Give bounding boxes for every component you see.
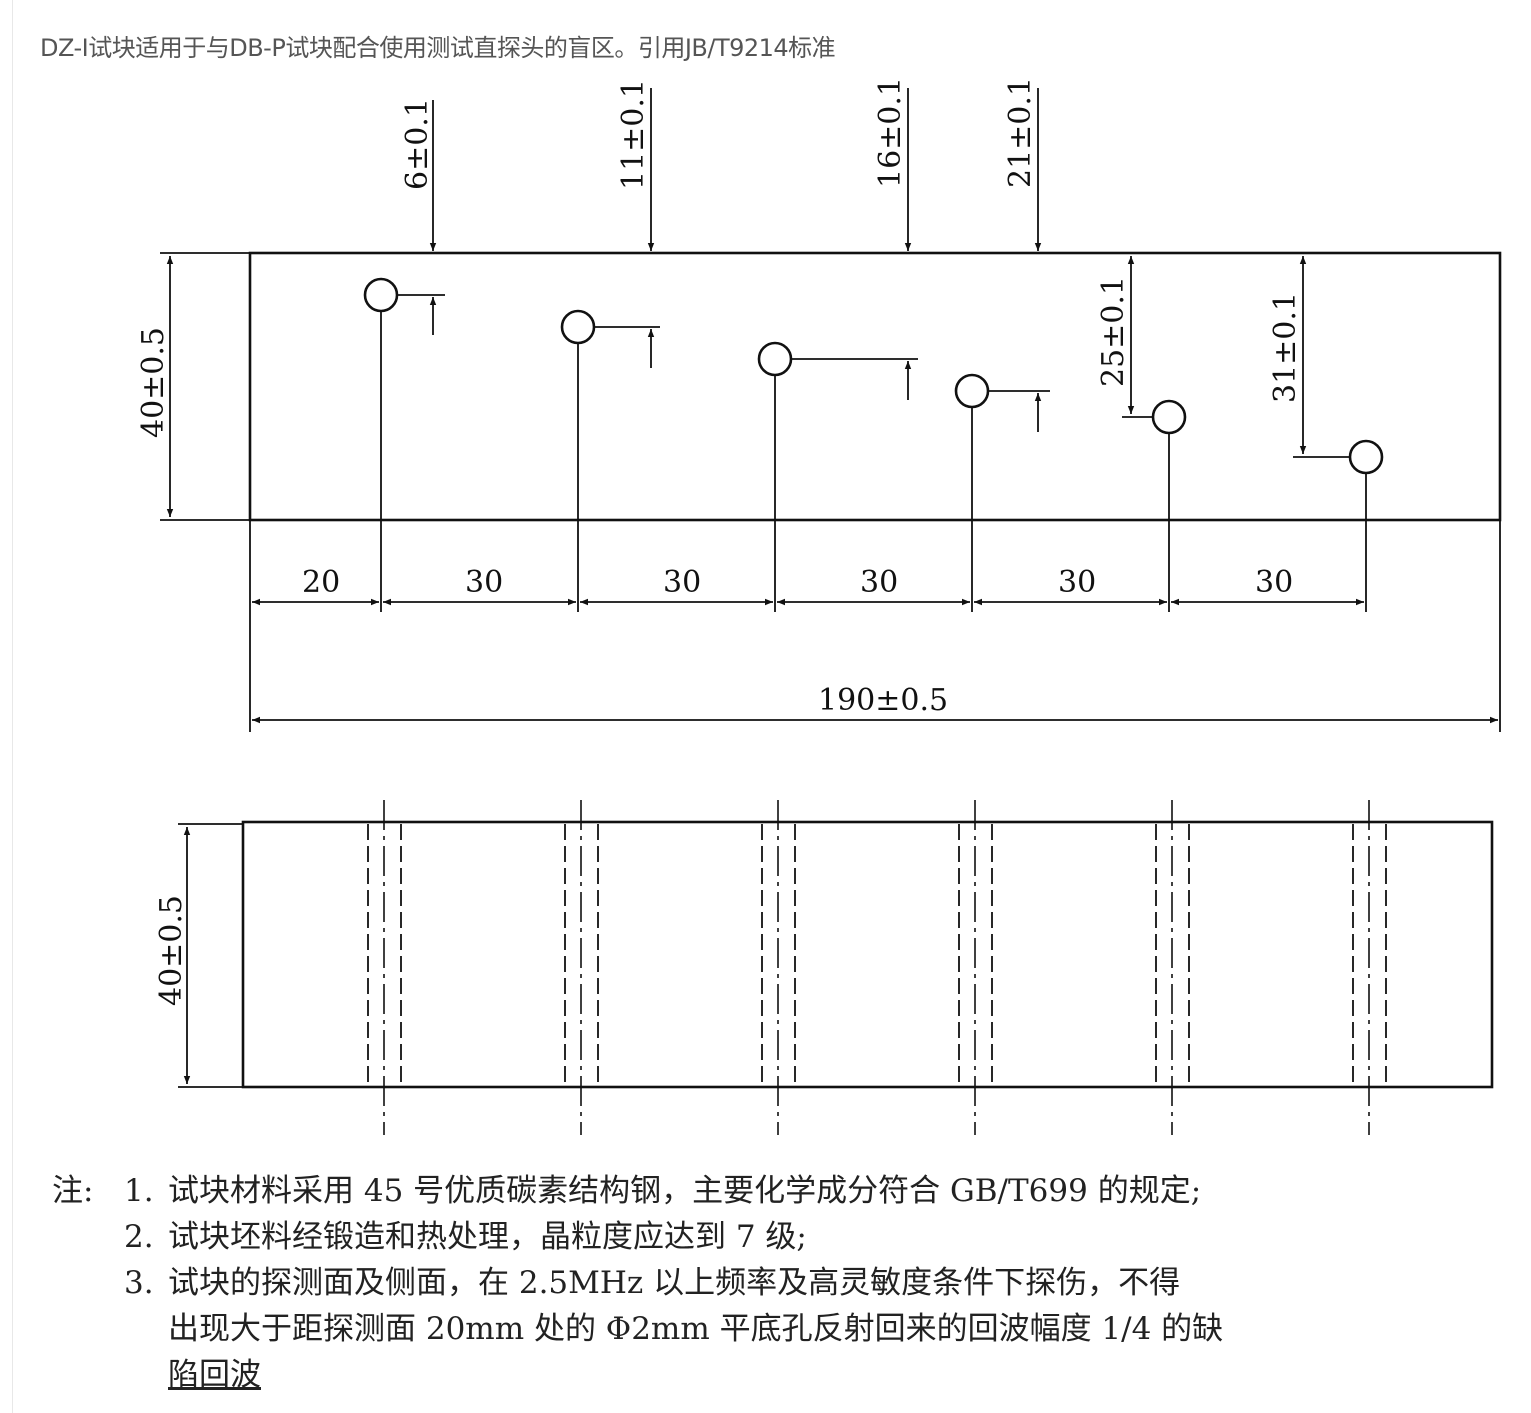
hole-2 (560, 309, 596, 345)
spacing-label-4: 30 (860, 565, 898, 600)
note-continuation-2: 陷回波 (52, 1352, 1292, 1398)
depth-label-3: 16±0.1 (873, 77, 908, 188)
notes-block: 注: 1. 试块材料采用 45 号优质碳素结构钢，主要化学成分符合 GB/T69… (52, 1168, 1292, 1398)
note-text: 试块的探测面及侧面，在 2.5MHz 以上频率及高灵敏度条件下探伤，不得 (168, 1265, 1181, 1301)
hole-hidden-lines (367, 800, 1387, 1135)
hole-3 (757, 341, 793, 377)
length-label: 190±0.5 (818, 683, 948, 718)
note-continuation-text: 陷回波 (168, 1357, 261, 1393)
note-item-3: 3. 试块的探测面及侧面，在 2.5MHz 以上频率及高灵敏度条件下探伤，不得 (52, 1260, 1292, 1306)
height-label-side: 40±0.5 (154, 895, 189, 1006)
note-number: 3. (124, 1265, 154, 1301)
hole-5 (1151, 399, 1187, 435)
content-frame (12, 0, 1531, 1413)
spacing-label-1: 20 (302, 565, 340, 600)
spacing-label-5: 30 (1058, 565, 1096, 600)
height-label-top: 40±0.5 (136, 327, 171, 438)
depth-label-4: 21±0.1 (1003, 77, 1038, 188)
note-continuation-1: 出现大于距探测面 20mm 处的 Φ2mm 平底孔反射回来的回波幅度 1/4 的… (168, 1311, 1224, 1347)
notes-prefix: 注: (52, 1173, 94, 1209)
caption-text: DZ-I试块适用于与DB-P试块配合使用测试直探头的盲区。引用JB/T9214标… (40, 34, 836, 62)
block-top-view (248, 251, 1502, 522)
block-side-view (241, 820, 1494, 1089)
spacing-label-6: 30 (1255, 565, 1293, 600)
depth-label-5: 25±0.1 (1096, 276, 1131, 387)
depth-label-2: 11±0.1 (616, 79, 651, 190)
hole-6 (1348, 439, 1384, 475)
spacing-label-2: 30 (465, 565, 503, 600)
hole-4 (954, 373, 990, 409)
spacing-label-3: 30 (663, 565, 701, 600)
note-number: 1. (124, 1173, 154, 1209)
note-text: 试块坯料经锻造和热处理，晶粒度应达到 7 级; (168, 1219, 807, 1255)
note-number: 2. (124, 1219, 154, 1255)
note-item-2: 2. 试块坯料经锻造和热处理，晶粒度应达到 7 级; (52, 1214, 1292, 1260)
note-text: 试块材料采用 45 号优质碳素结构钢，主要化学成分符合 GB/T699 的规定; (168, 1173, 1202, 1209)
depth-label-1: 6±0.1 (400, 98, 435, 190)
hole-1 (363, 277, 399, 313)
note-item-1: 注: 1. 试块材料采用 45 号优质碳素结构钢，主要化学成分符合 GB/T69… (52, 1168, 1292, 1214)
depth-label-6: 31±0.1 (1268, 292, 1303, 403)
